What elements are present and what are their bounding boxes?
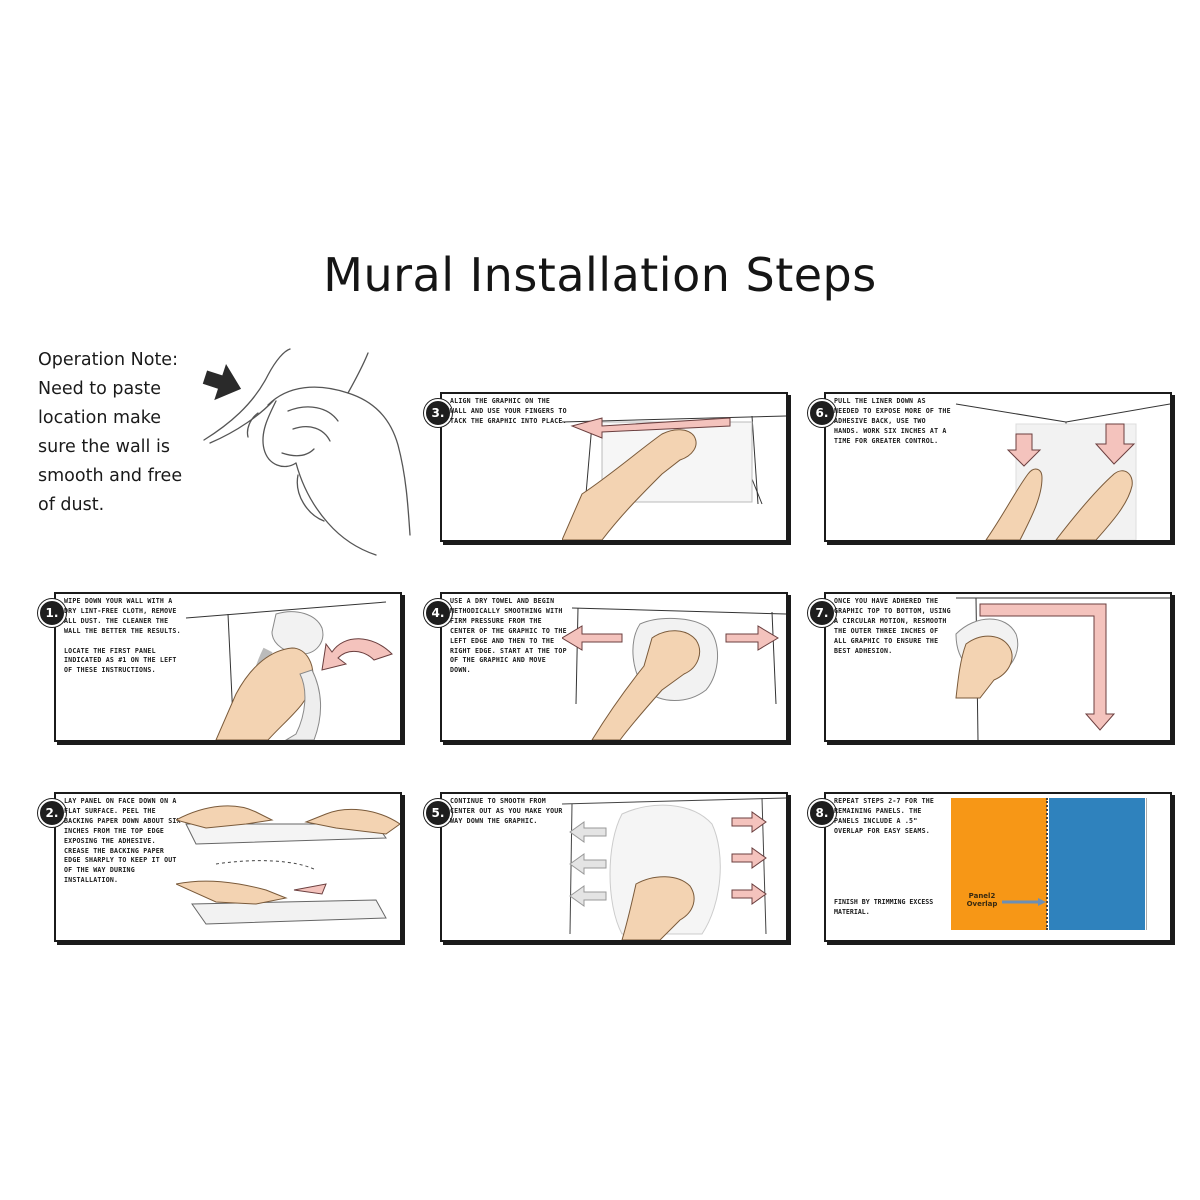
- panel-2-swatch: [1049, 798, 1145, 930]
- step-panel-1: 1. Wipe down your wall with a dry lint-f…: [54, 592, 402, 742]
- step-instructions: Wipe down your wall with a dry lint-free…: [64, 597, 184, 676]
- step-panel-7: 7. Once you have adhered the graphic top…: [824, 592, 1172, 742]
- step-number-badge: 3.: [424, 399, 452, 427]
- step-panel-3: 3. Align the graphic on the wall and use…: [440, 392, 788, 542]
- step-number-badge: 6.: [808, 399, 836, 427]
- step-instructions: Pull the liner down as needed to expose …: [834, 397, 954, 447]
- step-panel-4: 4. Use a dry towel and begin methodicall…: [440, 592, 788, 742]
- finger-touch-illustration: [198, 345, 416, 560]
- step-2-illustration: [176, 794, 400, 940]
- step-instructions: Continue to smooth from center out as yo…: [450, 797, 570, 827]
- step-6-illustration: [946, 394, 1170, 540]
- wall-edge: [1146, 798, 1147, 930]
- step-instructions: Align the graphic on the wall and use yo…: [450, 397, 570, 427]
- step-panel-8: 8. Repeat steps 2-7 for the remaining pa…: [824, 792, 1172, 942]
- overlap-seam: [1046, 798, 1048, 930]
- overlap-label: Panel2 Overlap: [959, 892, 1005, 908]
- step-panel-6: 6. Pull the liner down as needed to expo…: [824, 392, 1172, 542]
- step-instructions: Repeat steps 2-7 for the remaining panel…: [834, 797, 946, 837]
- note-line: sure the wall is: [38, 433, 208, 462]
- step-4-illustration: [562, 594, 786, 740]
- overlap-arrow-icon: [1002, 897, 1046, 907]
- note-line: Need to paste: [38, 375, 208, 404]
- page-title: Mural Installation Steps: [0, 248, 1200, 302]
- step-number-badge: 4.: [424, 599, 452, 627]
- note-line: smooth and free: [38, 462, 208, 491]
- step-number-badge: 1.: [38, 599, 66, 627]
- step-panel-2: 2. Lay panel on face down on a flat surf…: [54, 792, 402, 942]
- step-number-badge: 8.: [808, 799, 836, 827]
- step-1-illustration: [176, 594, 400, 740]
- note-line: Operation Note:: [38, 346, 208, 375]
- step-instructions: Lay panel on face down on a flat surface…: [64, 797, 184, 886]
- step-7-illustration: [946, 594, 1170, 740]
- step-5-illustration: [562, 794, 786, 940]
- step-instructions: Once you have adhered the graphic top to…: [834, 597, 954, 656]
- step-panel-5: 5. Continue to smooth from center out as…: [440, 792, 788, 942]
- step-instructions: Use a dry towel and begin methodically s…: [450, 597, 570, 676]
- step-number-badge: 2.: [38, 799, 66, 827]
- panel-1-swatch: [951, 798, 1047, 930]
- step-number-badge: 7.: [808, 599, 836, 627]
- note-line: location make: [38, 404, 208, 433]
- finish-instructions: Finish by trimming excess material.: [834, 898, 946, 918]
- note-line: of dust.: [38, 491, 208, 520]
- step-number-badge: 5.: [424, 799, 452, 827]
- operation-note: Operation Note: Need to paste location m…: [38, 346, 208, 520]
- step-3-illustration: [562, 394, 786, 540]
